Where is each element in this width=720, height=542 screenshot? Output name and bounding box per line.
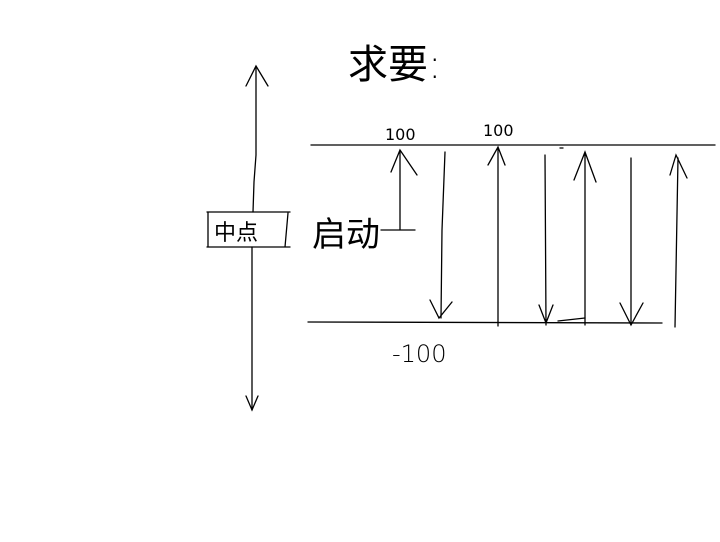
bottom-line — [307, 321, 663, 324]
up-arrow-3 — [669, 153, 688, 328]
bottom-label: -100 — [392, 340, 446, 368]
center-box — [206, 211, 291, 248]
top-label-1: 100 — [385, 125, 416, 144]
axis-up-arrowhead — [245, 64, 269, 87]
top-label-2: 100 — [483, 121, 514, 140]
connector-mark — [557, 147, 586, 322]
start-up-arrow — [380, 148, 418, 231]
axis-down-arrowhead — [245, 395, 259, 412]
up-arrow-1 — [487, 145, 506, 327]
down-arrow-3 — [619, 157, 644, 327]
center-label: 中点 — [214, 221, 258, 246]
down-arrow-2 — [538, 154, 554, 326]
axis-up-line — [252, 67, 257, 213]
down-arrow-1 — [429, 151, 453, 320]
title-text: 求要: — [348, 42, 441, 88]
up-arrow-2 — [573, 150, 597, 326]
start-label: 启动 — [312, 215, 380, 255]
